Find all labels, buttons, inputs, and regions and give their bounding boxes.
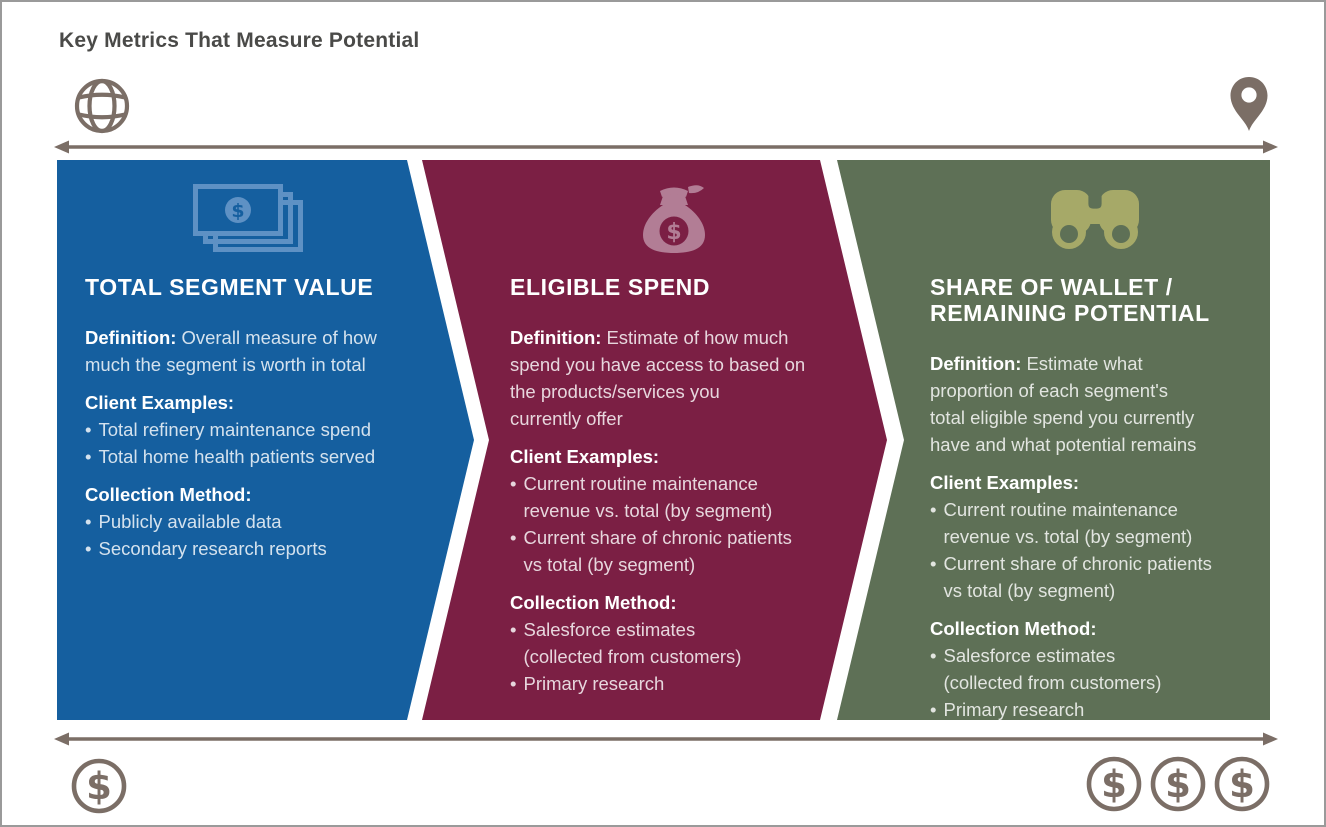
list-item-text: Total home health patients served (98, 446, 376, 467)
collection-method-label: Collection Method: (510, 592, 677, 613)
client-examples-label: Client Examples: (510, 446, 660, 467)
definition-text: Overall measure of how much the segment … (85, 327, 377, 375)
bullet: • (510, 527, 517, 548)
svg-text:$: $ (86, 765, 112, 808)
list-item-text: Current share of chronic patients vs tot… (943, 553, 1212, 601)
panel-total-segment-value: $ TOTAL SEGMENT VALUE Definition:Overall… (57, 160, 474, 720)
svg-text:$: $ (1165, 763, 1191, 806)
panel-title: ELIGIBLE SPEND (510, 274, 711, 300)
dollar-circle-icon: $ (71, 758, 127, 814)
bullet: • (930, 699, 937, 720)
list-item-text: Current share of chronic patients vs tot… (523, 527, 792, 575)
definition: Definition:Overall measure of how much t… (85, 324, 412, 378)
collection-method-label: Collection Method: (930, 618, 1097, 639)
dollar-icon-group: $ $ $ (1085, 755, 1271, 813)
globe-icon (74, 78, 130, 134)
list-item-text: Primary research (523, 673, 665, 694)
definition: Definition:Estimate of how much spend yo… (510, 324, 837, 432)
collection-method-list: • Publicly available data • Secondary rese… (85, 508, 412, 562)
bullet: • (85, 419, 92, 440)
list-item: • Current routine maintenance revenue vs.… (930, 496, 1260, 550)
list-item-text: Publicly available data (98, 511, 282, 532)
svg-text:$: $ (1229, 763, 1255, 806)
collection-method-label: Collection Method: (85, 484, 252, 505)
definition-text: Estimate what proportion of each segment… (930, 353, 1197, 455)
svg-text:$: $ (1101, 763, 1127, 806)
list-item-text: Salesforce estimates (collected from cus… (523, 619, 742, 667)
binoculars-icon (1051, 190, 1139, 249)
dollar-circle-icon: $ (1214, 756, 1270, 812)
bullet: • (510, 673, 517, 694)
list-item: • Current share of chronic patients vs to… (930, 550, 1260, 604)
svg-text:$: $ (231, 200, 244, 222)
list-item: • Current share of chronic patients vs to… (510, 524, 837, 578)
definition-label: Definition: (510, 327, 602, 348)
panel-title: TOTAL SEGMENT VALUE (85, 274, 374, 300)
bullet: • (930, 553, 937, 574)
svg-text:$: $ (666, 220, 681, 245)
banknotes-icon: $ (192, 184, 303, 252)
definition-label: Definition: (85, 327, 177, 348)
list-item: • Total home health patients served (85, 443, 412, 470)
list-item: • Total refinery maintenance spend (85, 416, 412, 443)
top-axis-arrow (54, 140, 1278, 154)
list-item-text: Secondary research reports (98, 538, 327, 559)
map-pin-icon (1230, 77, 1268, 131)
client-examples-list: • Total refinery maintenance spend • Total… (85, 416, 412, 470)
panel-icon-row: $ (510, 184, 837, 254)
client-examples-label: Client Examples: (85, 392, 235, 413)
client-examples-list: • Current routine maintenance revenue vs.… (510, 470, 837, 578)
bullet: • (510, 619, 517, 640)
list-item-text: Primary research (943, 699, 1085, 720)
bullet: • (930, 645, 937, 666)
list-item: • Salesforce estimates (collected from cu… (930, 642, 1260, 696)
panel-title: SHARE OF WALLET / REMAINING POTENTIAL (930, 274, 1210, 326)
panel-icon-row (930, 184, 1260, 254)
money-bag-icon: $ (642, 185, 705, 253)
list-item: • Publicly available data (85, 508, 412, 535)
list-item: • Salesforce estimates (collected from cu… (510, 616, 837, 670)
definition-label: Definition: (930, 353, 1022, 374)
list-item: • Secondary research reports (85, 535, 412, 562)
dollar-circle-icon: $ (1150, 756, 1206, 812)
client-examples-label: Client Examples: (930, 472, 1080, 493)
bullet: • (85, 511, 92, 532)
client-examples-list: • Current routine maintenance revenue vs.… (930, 496, 1260, 604)
bullet: • (85, 446, 92, 467)
list-item: • Current routine maintenance revenue vs.… (510, 470, 837, 524)
panel-icon-row: $ (85, 184, 412, 254)
list-item-text: Current routine maintenance revenue vs. … (523, 473, 773, 521)
definition: Definition:Estimate what proportion of e… (930, 350, 1260, 458)
definition-text: Estimate of how much spend you have acce… (510, 327, 806, 429)
list-item: • Primary research (510, 670, 837, 697)
collection-method-list: • Salesforce estimates (collected from cu… (510, 616, 837, 697)
collection-method-list: • Salesforce estimates (collected from cu… (930, 642, 1260, 720)
bullet: • (510, 473, 517, 494)
page-title: Key Metrics That Measure Potential (59, 29, 420, 52)
panel-share-of-wallet: SHARE OF WALLET / REMAINING POTENTIAL De… (837, 160, 1270, 720)
bullet: • (930, 499, 937, 520)
list-item-text: Total refinery maintenance spend (98, 419, 372, 440)
panel-eligible-spend: $ ELIGIBLE SPEND Definition:Estimate of … (422, 160, 887, 720)
list-item: • Primary research (930, 696, 1260, 720)
bullet: • (85, 538, 92, 559)
list-item-text: Current routine maintenance revenue vs. … (943, 499, 1193, 547)
list-item-text: Salesforce estimates (collected from cus… (943, 645, 1162, 693)
dollar-circle-icon: $ (1086, 756, 1142, 812)
bottom-axis-arrow (54, 732, 1278, 746)
